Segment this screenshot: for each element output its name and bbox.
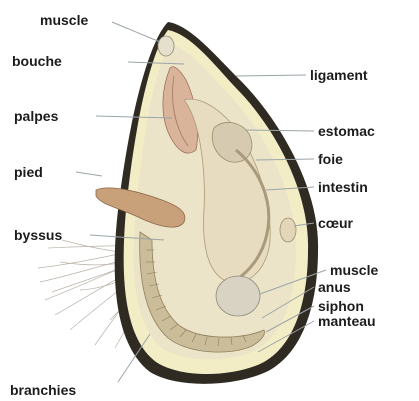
label-palpes: palpes	[14, 108, 58, 124]
label-coeur: cœur	[318, 215, 353, 231]
label-manteau: manteau	[318, 313, 376, 329]
label-siphon: siphon	[318, 298, 364, 314]
label-bouche: bouche	[12, 53, 62, 69]
label-muscle-bottom: muscle	[330, 262, 378, 278]
label-branchies: branchies	[10, 382, 76, 398]
label-pied: pied	[14, 164, 43, 180]
label-intestin: intestin	[318, 179, 368, 195]
label-byssus: byssus	[14, 227, 62, 243]
label-ligament: ligament	[310, 67, 368, 83]
label-foie: foie	[318, 151, 343, 167]
label-muscle-top: muscle	[40, 12, 88, 28]
anterior-adductor-muscle	[158, 36, 174, 56]
label-estomac: estomac	[318, 123, 375, 139]
label-anus: anus	[318, 279, 351, 295]
posterior-adductor-muscle	[216, 276, 260, 316]
heart	[280, 218, 296, 242]
